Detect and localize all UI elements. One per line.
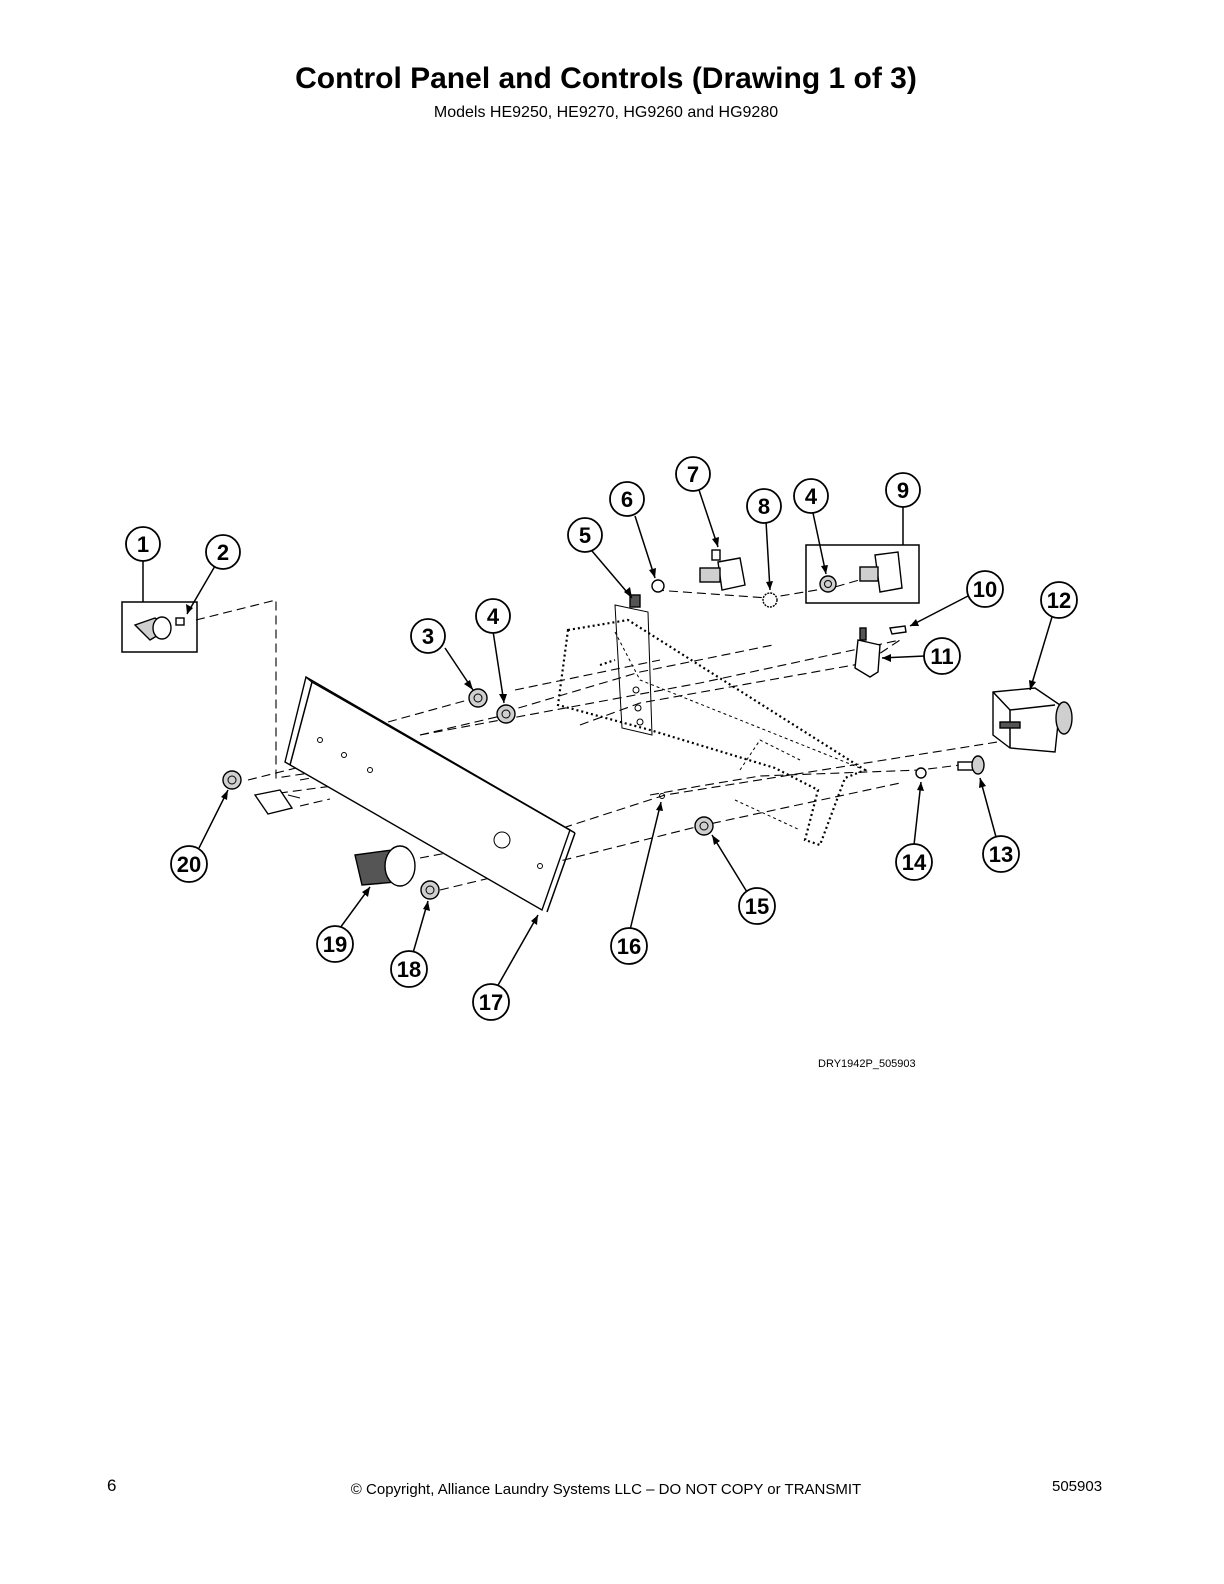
document-number: 505903 — [1052, 1478, 1103, 1495]
shaft-screw — [957, 755, 985, 775]
svg-text:4: 4 — [805, 484, 818, 509]
callout-10: 10 — [966, 570, 1004, 608]
callout-8: 8 — [746, 488, 782, 524]
svg-text:15: 15 — [745, 894, 769, 919]
svg-text:11: 11 — [930, 644, 953, 669]
svg-text:7: 7 — [687, 462, 699, 487]
callout-11: 11 — [923, 637, 961, 675]
svg-text:2: 2 — [217, 540, 229, 565]
control-knob — [354, 845, 416, 887]
svg-text:13: 13 — [989, 842, 1013, 867]
svg-text:16: 16 — [617, 934, 641, 959]
callout-6: 6 — [609, 481, 645, 517]
svg-text:20: 20 — [177, 852, 201, 877]
svg-text:14: 14 — [902, 850, 927, 875]
callout-4: 4 — [475, 598, 511, 634]
callout-4b: 4 — [793, 478, 829, 514]
svg-text:6: 6 — [621, 487, 633, 512]
page-subtitle: Models HE9250, HE9270, HG9260 and HG9280 — [433, 104, 779, 121]
callout-2: 2 — [205, 534, 241, 570]
selector-button-assembly — [121, 601, 198, 653]
thermostat — [854, 625, 907, 678]
mounting-strap — [614, 594, 653, 736]
svg-text:9: 9 — [897, 478, 909, 503]
svg-text:10: 10 — [973, 577, 997, 602]
svg-text:12: 12 — [1047, 588, 1071, 613]
control-panel — [284, 675, 576, 913]
callout-18: 18 — [390, 950, 428, 988]
svg-text:18: 18 — [397, 957, 421, 982]
callout-9: 9 — [885, 472, 921, 508]
svg-text:4: 4 — [487, 604, 500, 629]
callout-13: 13 — [982, 835, 1020, 873]
svg-text:8: 8 — [758, 494, 770, 519]
screw — [659, 793, 665, 799]
callout-7: 7 — [675, 456, 711, 492]
page-title: Control Panel and Controls (Drawing 1 of… — [295, 62, 917, 95]
timer — [992, 687, 1073, 753]
nuts — [222, 575, 927, 900]
callout-14: 14 — [895, 843, 933, 881]
callout-17: 17 — [472, 983, 510, 1021]
svg-text:19: 19 — [323, 932, 347, 957]
support-bracket — [556, 618, 868, 847]
callout-12: 12 — [1040, 581, 1078, 619]
svg-text:5: 5 — [579, 523, 591, 548]
callout-20: 20 — [170, 845, 208, 883]
svg-text:3: 3 — [422, 624, 434, 649]
svg-text:1: 1 — [137, 532, 149, 557]
callout-19: 19 — [316, 925, 354, 963]
rotary-switch — [699, 549, 746, 591]
copyright-notice: © Copyright, Alliance Laundry Systems LL… — [350, 1481, 862, 1498]
drawing-id: DRY1942P_505903 — [818, 1058, 916, 1070]
page-number: 6 — [107, 1476, 117, 1495]
leader-lines — [142, 489, 1053, 988]
side-button — [253, 789, 301, 815]
callout-1: 1 — [125, 526, 161, 562]
callout-3: 3 — [410, 618, 446, 654]
callout-5: 5 — [567, 517, 603, 553]
lock-washer — [762, 592, 778, 608]
switch-box — [805, 544, 920, 604]
callout-15: 15 — [738, 887, 776, 925]
svg-text:17: 17 — [479, 990, 503, 1015]
callout-16: 16 — [610, 927, 648, 965]
